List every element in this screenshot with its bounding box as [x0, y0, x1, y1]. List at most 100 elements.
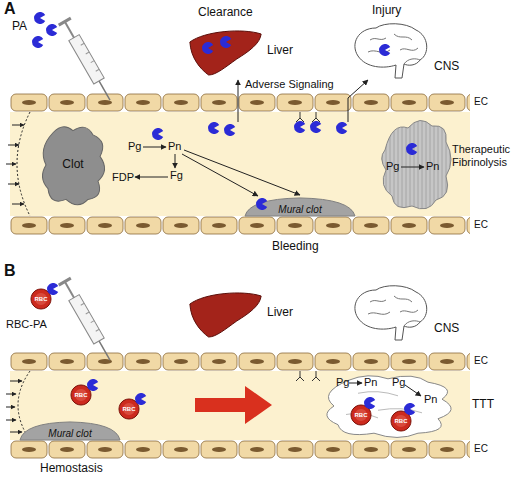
illustration-part [348, 80, 368, 122]
node-label: RBC [30, 288, 52, 310]
reaction-arrows-a [135, 80, 424, 196]
illustration-part [296, 112, 304, 122]
cell-label: EC [474, 219, 488, 231]
vessel-b [10, 352, 470, 459]
brain-path [368, 34, 420, 64]
illustration-part [12, 204, 24, 205]
illustration-part [6, 394, 16, 395]
illustration-part [58, 17, 72, 27]
illustration-part [6, 407, 15, 408]
reaction-arrows-b [349, 383, 421, 396]
illustration-part [327, 376, 451, 438]
illustration-part [312, 112, 320, 122]
illustration-part [310, 121, 321, 133]
illustration-part [99, 341, 110, 360]
red-blood-cell: RBC [70, 384, 92, 406]
brain-outline [350, 22, 430, 82]
illustration-part [8, 145, 19, 146]
receptor-symbol [296, 112, 320, 122]
node-label: CNS [434, 322, 459, 336]
process-label: Adverse Signaling [245, 78, 334, 91]
illustration-part [10, 432, 22, 433]
red-blood-cell: RBC [30, 288, 52, 310]
molecule-label: Pn [364, 376, 377, 389]
illustration-part [175, 154, 176, 168]
illustration-part [46, 24, 57, 36]
illustration-part [10, 381, 22, 382]
liver-organ: Liver [188, 290, 263, 340]
red-blood-cell: RBC [390, 410, 412, 432]
illustration-part [65, 22, 74, 38]
liver-outline [188, 290, 263, 340]
node-label: RBC [390, 410, 412, 432]
process-label: Therapeutic Fibrinolysis [452, 143, 518, 168]
node-label: Liver [267, 306, 293, 320]
illustration-part [10, 440, 470, 459]
cell-label: EC [474, 443, 488, 455]
illustration-part [12, 125, 24, 126]
blood-flow-front [6, 112, 30, 216]
illustration-part [10, 352, 470, 371]
illustration-part [143, 147, 166, 148]
occlusive-clot: Clot [38, 122, 108, 208]
panel-letter: B [4, 262, 16, 280]
illustration-part [208, 122, 219, 134]
therapeutic-clot [382, 120, 451, 208]
molecule-label: Pn [168, 140, 181, 153]
illustration-part [69, 35, 104, 84]
drug-label: PA [12, 20, 27, 34]
mural-path [20, 422, 120, 440]
illustration-part [224, 124, 235, 136]
molecule-label: Pg [386, 160, 399, 173]
illustration-part [58, 277, 72, 287]
illustration-part [349, 383, 362, 384]
illustration-part [32, 36, 43, 48]
molecule-label: Fg [170, 169, 183, 182]
syringe [58, 277, 116, 364]
brain-organ: CNS [350, 284, 430, 344]
vessel-lumen [10, 371, 470, 440]
liver-organ: Liver [188, 28, 263, 78]
illustration-part [69, 295, 104, 344]
molecule-label: Pg [392, 376, 405, 389]
illustration-part [152, 128, 163, 140]
mural-clot: Mural clot [245, 197, 355, 216]
liver-outline [188, 28, 263, 78]
illustration-part [65, 282, 74, 298]
molecule-label: Pg [128, 140, 141, 153]
process-label: Bleeding [272, 240, 319, 254]
brain-path [368, 296, 420, 326]
red-blood-cell: RBC [118, 398, 140, 420]
brain-path [355, 286, 427, 340]
endothelium-bottom [10, 216, 470, 235]
illustration-part [401, 167, 424, 168]
illustration-part [336, 122, 347, 134]
receptor-symbol [296, 371, 320, 381]
brain-organ: CNS [350, 22, 430, 82]
molecule-label: Pg [336, 376, 349, 389]
cell-label: EC [474, 355, 488, 367]
node-label: Mural clot [245, 197, 355, 216]
illustration-part [184, 150, 300, 195]
node-label: CNS [434, 60, 459, 74]
node-label: Mural clot [20, 421, 120, 440]
vessel-lumen [10, 112, 470, 216]
illustration-part [81, 43, 99, 71]
illustration-part [8, 184, 19, 185]
node-label: RBC [118, 398, 140, 420]
illustration-part [135, 177, 168, 178]
illustration-part [10, 216, 470, 235]
illustration-part [17, 112, 30, 216]
blood-flow-front [6, 371, 30, 440]
node-label: Clot [38, 122, 108, 208]
syringe [58, 17, 116, 104]
mural-clot: Mural clot [20, 421, 120, 440]
red-blood-cell: RBC [350, 404, 372, 426]
illustration-part [294, 121, 305, 133]
illustration-part [81, 303, 99, 331]
molecule-label: Pn [426, 160, 439, 173]
endothelium-top [10, 93, 470, 112]
brain-outline [350, 284, 430, 344]
